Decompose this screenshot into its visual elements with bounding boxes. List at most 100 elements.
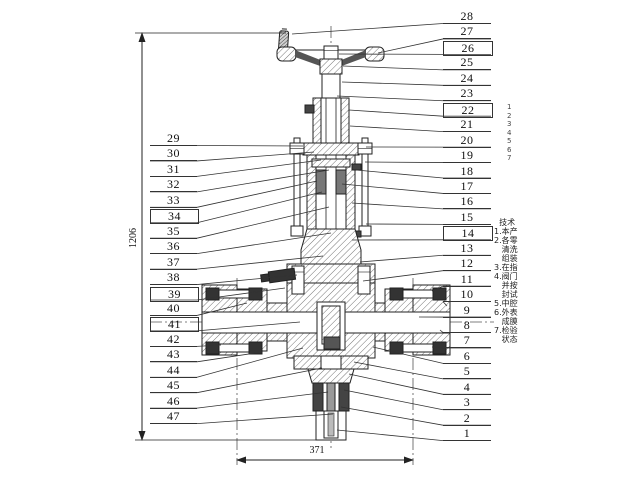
callout-19: 19: [443, 149, 491, 164]
tech-note-line: 组装: [494, 254, 518, 263]
callout-43: 43: [150, 348, 197, 363]
stem-tube: [304, 73, 350, 145]
side-list-item: 4: [507, 128, 512, 137]
leader-line: [353, 361, 444, 380]
leader-line: [431, 346, 444, 349]
callout-10: 10: [443, 288, 491, 303]
leader-line: [364, 161, 444, 163]
callout-37: 37: [150, 256, 197, 270]
callout-23: 23: [443, 87, 491, 102]
leader-line: [196, 191, 323, 224]
callout-42: 42: [150, 333, 197, 347]
leader-line: [355, 169, 444, 179]
leader-line: [349, 125, 444, 133]
tech-note-line: 技术: [494, 218, 516, 227]
side-list-item: 7: [507, 154, 512, 162]
callout-5: 5: [443, 365, 491, 380]
callout-30: 30: [150, 147, 197, 162]
side-list-item: 2: [507, 111, 512, 120]
tech-note-line: 3.在指: [494, 263, 518, 272]
handwheel: [276, 28, 385, 75]
callout-35: 35: [150, 225, 197, 239]
callout-20: 20: [443, 134, 491, 148]
leader-line: [196, 351, 263, 363]
leader-line: [372, 346, 444, 364]
tech-note-line: 4.阀门: [494, 272, 518, 281]
gate: [316, 301, 346, 351]
leader-line: [196, 413, 334, 424]
callout-40: 40: [150, 302, 197, 316]
leader-line: [196, 287, 286, 301]
callout-39: 39: [150, 286, 199, 302]
span-dim-label: 371: [310, 445, 325, 456]
leader-line: [343, 389, 444, 411]
callout-4: 4: [443, 381, 491, 395]
callout-2: 2: [443, 412, 491, 426]
tech-note-line: 2.各零: [494, 236, 518, 245]
tech-note-line: 5.中腔: [494, 299, 518, 308]
callout-29: 29: [150, 132, 197, 146]
leader-line: [336, 429, 444, 442]
callout-15: 15: [443, 211, 491, 225]
leader-line: [196, 169, 330, 193]
leader-line: [341, 81, 444, 86]
callout-18: 18: [443, 165, 491, 179]
callout-21: 21: [443, 118, 491, 133]
leader-line: [196, 145, 304, 147]
leader-line: [348, 373, 444, 395]
callout-34: 34: [150, 209, 199, 225]
leader-line: [348, 109, 444, 117]
tech-note-line: 成膜: [494, 317, 518, 326]
leader-line: [196, 232, 332, 255]
leader-line: [377, 38, 444, 54]
leader-line: [342, 65, 444, 71]
callout-13: 13: [443, 242, 491, 256]
callout-26: 26: [443, 40, 493, 56]
tech-note-line: 1.本产: [494, 227, 518, 236]
tech-note-line: 7.检验: [494, 326, 518, 335]
callout-33: 33: [150, 194, 197, 208]
callout-47: 47: [150, 410, 197, 425]
leader-line: [340, 406, 444, 426]
callout-41: 41: [150, 317, 199, 333]
callout-31: 31: [150, 163, 197, 177]
leader-line: [196, 159, 322, 177]
callout-1: 1: [443, 427, 491, 442]
leader-line: [196, 321, 301, 332]
leader-line: [442, 301, 448, 307]
callout-11: 11: [443, 273, 491, 287]
leader-line: [196, 206, 330, 239]
callout-46: 46: [150, 395, 197, 409]
tech-note-line: 清洗: [494, 245, 518, 254]
callout-24: 24: [443, 72, 491, 86]
callout-32: 32: [150, 178, 197, 193]
callout-27: 27: [443, 25, 491, 40]
leader-line: [431, 285, 444, 292]
tech-note-line: 并按: [494, 281, 518, 290]
callout-3: 3: [443, 396, 491, 411]
callout-9: 9: [443, 304, 491, 318]
height-dim-label: 1206: [128, 228, 139, 248]
callout-25: 25: [443, 56, 491, 71]
side-list-item: 1: [507, 103, 512, 111]
tech-note-line: 6.外表: [494, 308, 518, 317]
leader-line: [196, 344, 222, 347]
callout-44: 44: [150, 364, 197, 378]
leader-line: [196, 367, 323, 394]
callout-45: 45: [150, 379, 197, 394]
side-list-item: 3: [507, 120, 512, 128]
side-list-item: 5: [507, 137, 512, 145]
leader-line: [336, 95, 444, 102]
callout-16: 16: [443, 195, 491, 210]
leader-line: [196, 151, 315, 162]
callout-6: 6: [443, 350, 491, 364]
callout-17: 17: [443, 180, 491, 194]
leader-line: [362, 270, 444, 282]
callout-28: 28: [443, 10, 491, 24]
leader-line: [196, 274, 298, 285]
dimension-overall-height: 1206: [128, 32, 332, 441]
